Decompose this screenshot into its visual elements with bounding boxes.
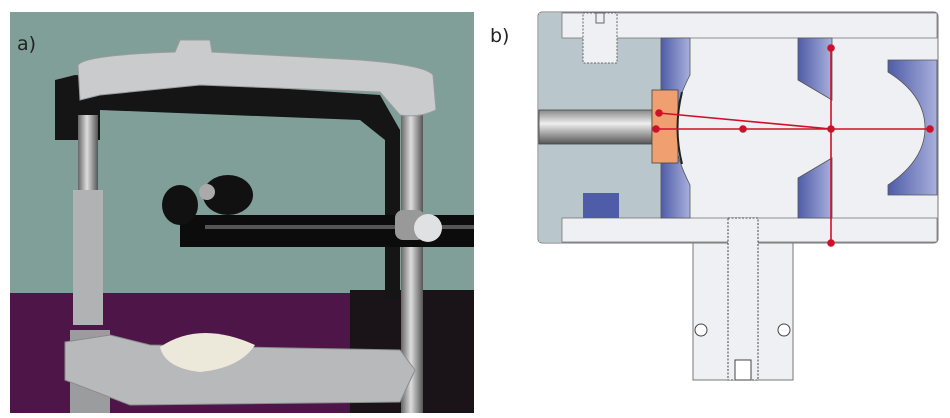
fixation-light-back [162, 185, 198, 225]
ray-point [827, 44, 835, 52]
top-channel [561, 12, 938, 39]
o-ring-left [694, 323, 708, 337]
set-screw [734, 359, 752, 381]
clamp-knob [414, 214, 442, 242]
chin-pad [160, 332, 255, 372]
o-ring-right [777, 323, 791, 337]
bottom-insert [583, 193, 619, 218]
front-lens [887, 59, 938, 196]
chin-rest [64, 334, 416, 406]
left-rod [78, 115, 98, 195]
head-arch [77, 39, 437, 117]
ray-point [652, 125, 660, 133]
right-rod [401, 110, 423, 413]
top-screw [582, 12, 618, 64]
ray-point [827, 125, 835, 133]
panel-b-label: b) [490, 25, 509, 47]
panel-a-label: a) [17, 33, 36, 55]
chief-ray [658, 112, 832, 130]
ray-paths [652, 44, 934, 247]
threaded-shaft [727, 217, 759, 381]
ray-point [827, 239, 835, 247]
ray-point [655, 109, 663, 117]
baffle [797, 37, 833, 219]
fixation-light [203, 175, 253, 215]
ray-point [739, 125, 747, 133]
bar-highlight [205, 225, 474, 229]
ray-point [926, 125, 934, 133]
fixation-knob [199, 184, 215, 200]
rod [538, 109, 653, 145]
detector-surface [676, 91, 683, 165]
left-column [73, 190, 103, 325]
diagram-panel-b: b) [490, 11, 939, 381]
top-screw-head [595, 12, 605, 24]
photo-panel-a: a) [10, 12, 474, 413]
